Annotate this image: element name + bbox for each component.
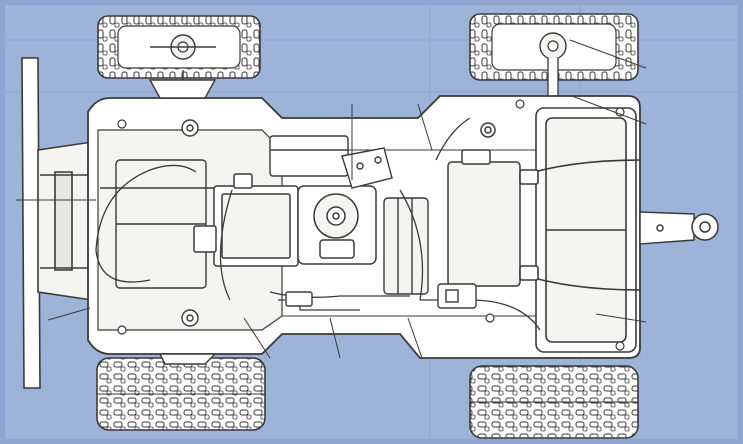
- front-left-wheel: [97, 15, 261, 100]
- front-bumper: [21, 57, 93, 389]
- speed-controller: [341, 147, 429, 295]
- leader-lines: [16, 39, 647, 359]
- connector-plug: [285, 283, 477, 309]
- receiver-unit: [193, 173, 299, 267]
- rear-right-wheel: [469, 365, 639, 439]
- screws: [117, 99, 625, 351]
- rear-battery-box: [519, 107, 641, 353]
- rear-hitch: [639, 211, 719, 245]
- motor: [297, 185, 377, 265]
- switch-box: [269, 135, 349, 177]
- battery-compartment-front: [100, 159, 220, 289]
- battery-pack-rear: [447, 122, 521, 287]
- front-right-wheel: [96, 357, 266, 431]
- front-suspension: [148, 79, 217, 365]
- rear-left-wheel: [469, 13, 639, 101]
